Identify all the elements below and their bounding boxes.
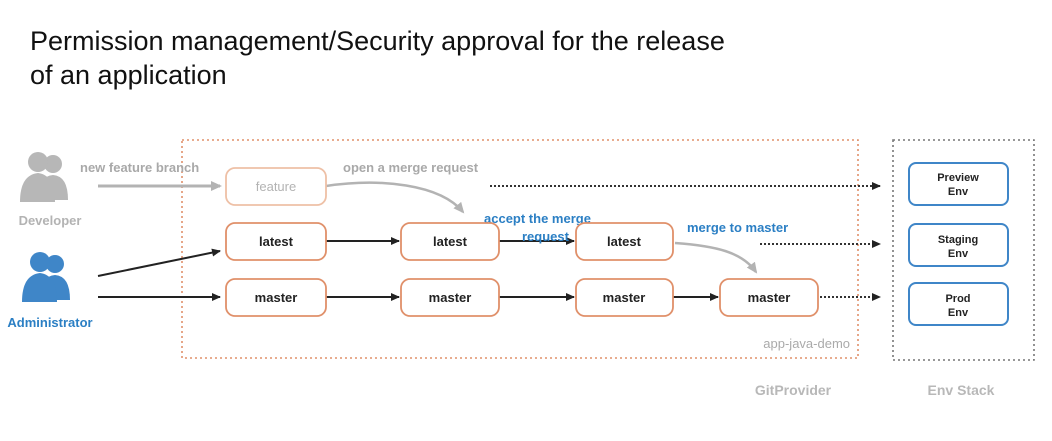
latest-branch-box-3 xyxy=(575,222,674,261)
master-branch-label-2: master xyxy=(429,290,472,305)
staging-env-box xyxy=(908,223,1009,267)
admin-to-latest-arrow xyxy=(97,248,221,277)
master-branch-box-4 xyxy=(719,278,819,317)
prod-env-box xyxy=(908,282,1009,326)
prod-env-label-line-2: Env xyxy=(948,307,969,319)
developer-icon xyxy=(20,152,68,202)
master-branch-label-3: master xyxy=(603,290,646,305)
master-branch-box-2 xyxy=(400,278,500,317)
master-branch-box-3 xyxy=(575,278,674,317)
administrator-label: Administrator xyxy=(7,315,92,330)
title-line-2: of an application xyxy=(30,60,227,90)
page-title: Permission management/Security approval … xyxy=(30,24,930,92)
feature-branch-box xyxy=(225,167,327,206)
administrator-icon xyxy=(22,252,70,302)
accept-merge-request-label-line-1: accept the merge xyxy=(484,211,591,226)
staging-env-label-line-2: Env xyxy=(948,248,969,260)
env-stack-container xyxy=(892,139,1035,361)
feature-branch-label: feature xyxy=(256,179,296,194)
env-stack-label: Env Stack xyxy=(928,382,995,398)
latest-branch-box-1 xyxy=(225,222,327,261)
open-merge-request-label: open a merge request xyxy=(343,160,479,175)
git-provider-label: GitProvider xyxy=(755,382,832,398)
master-branch-box-1 xyxy=(225,278,327,317)
developer-label: Developer xyxy=(19,213,82,228)
title-line-1: Permission management/Security approval … xyxy=(30,26,725,56)
repo-label: app-java-demo xyxy=(763,336,850,351)
latest-branch-label-1: latest xyxy=(259,234,294,249)
new-feature-branch-label: new feature branch xyxy=(80,160,199,175)
master-branch-label-1: master xyxy=(255,290,298,305)
latest-branch-box-2 xyxy=(400,222,500,261)
preview-env-box xyxy=(908,162,1009,206)
accept-merge-request-label-line-2: request xyxy=(522,229,570,244)
merge-to-master-arrow xyxy=(674,241,758,274)
staging-env-label-line-1: Staging xyxy=(938,234,978,246)
merge-to-master-label: merge to master xyxy=(687,220,788,235)
repo-container xyxy=(181,139,859,359)
latest-branch-label-2: latest xyxy=(433,234,468,249)
master-branch-label-4: master xyxy=(748,290,791,305)
preview-env-label-line-1: Preview xyxy=(937,172,979,184)
open-merge-request-arrow xyxy=(325,181,465,214)
prod-env-label-line-1: Prod xyxy=(945,293,970,305)
latest-branch-label-3: latest xyxy=(607,234,642,249)
preview-env-label-line-2: Env xyxy=(948,186,969,198)
